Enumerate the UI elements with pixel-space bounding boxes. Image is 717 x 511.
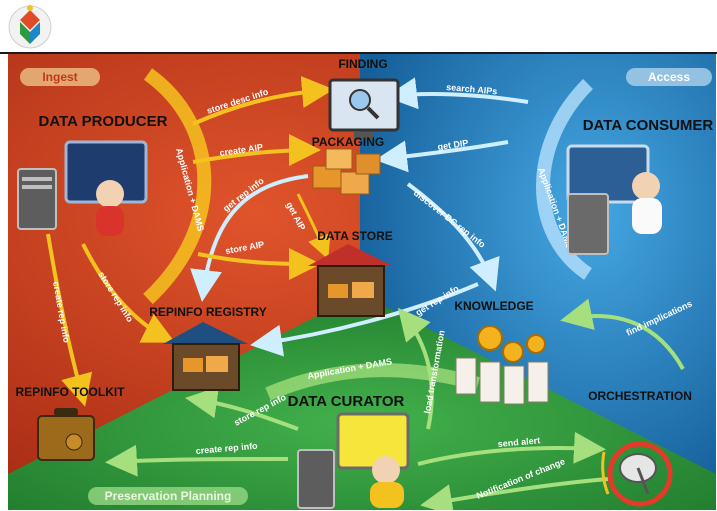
node-data-store: DATA STORE: [317, 229, 393, 243]
finding-monitor-icon: [328, 78, 400, 140]
architecture-diagram: Ingest Access Preservation Planning stor…: [8, 54, 716, 510]
node-data-consumer: DATA CONSUMER: [583, 117, 714, 134]
application-arrow-curator: [265, 363, 480, 401]
node-data-producer: DATA PRODUCER: [39, 113, 168, 130]
data-curator-computer-icon: [297, 412, 410, 509]
application-arrow-access: [536, 79, 593, 280]
arrow-get-aip: [296, 193, 331, 260]
node-orchestration: ORCHESTRATION: [588, 389, 692, 403]
arrow-store-aip: [197, 247, 321, 280]
arrow-get-rep-info-producer: [190, 174, 309, 302]
region-label-ingest: Ingest: [42, 70, 77, 84]
arrow-find-implications: [560, 298, 685, 370]
arrow-load-transformation: [397, 307, 434, 430]
knowledge-gears-icon: [455, 325, 549, 405]
arrow-create-rep-info-producer: [46, 233, 93, 407]
preservation-region: [8, 294, 716, 510]
arrow-create-aip: [192, 134, 321, 167]
project-logo: [8, 5, 52, 49]
node-finding: FINDING: [338, 57, 387, 71]
arrow-store-rep-info-producer: [81, 243, 176, 343]
arrow-store-desc-info: [192, 76, 334, 126]
arrow-get-dip: [375, 140, 509, 173]
packaging-boxes-icon: [312, 148, 381, 195]
region-label-access: Access: [648, 70, 690, 84]
arrow-store-rep-info-curator: [185, 386, 299, 431]
header-bar: [0, 0, 717, 54]
repinfo-registry-building-icon: [163, 322, 248, 391]
label-get-dip: get DIP: [437, 138, 469, 152]
arrow-notification-of-change: [420, 477, 609, 510]
data-store-building-icon: [308, 244, 393, 317]
node-data-curator: DATA CURATOR: [288, 393, 405, 410]
arrow-create-rep-info-curator: [105, 444, 289, 477]
arrow-get-rep-info-knowledge: [250, 282, 479, 357]
node-knowledge: KNOWLEDGE: [454, 299, 533, 313]
node-packaging: PACKAGING: [312, 135, 384, 149]
arrow-search-aips: [385, 77, 529, 110]
region-label-preservation-planning: Preservation Planning: [105, 489, 232, 503]
orchestration-satellite-dish-icon: [601, 441, 673, 507]
arrow-send-alert: [417, 431, 606, 466]
arrow-discover-dc-rep-info: [406, 182, 500, 292]
label-send-alert: send alert: [497, 435, 540, 449]
node-repinfo-registry: REPINFO REGISTRY: [149, 305, 267, 319]
label-search-aips: search AIPs: [446, 82, 498, 96]
node-repinfo-toolkit: REPINFO TOOLKIT: [15, 385, 125, 399]
data-producer-computer-icon: [17, 140, 148, 236]
data-consumer-computer-icon: [566, 144, 662, 255]
repinfo-toolkit-box-icon: [37, 408, 95, 461]
application-arrow-ingest: [143, 68, 212, 305]
